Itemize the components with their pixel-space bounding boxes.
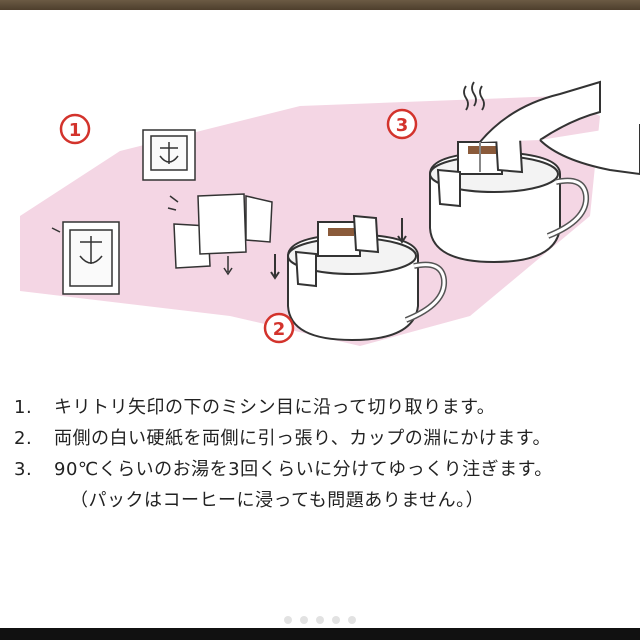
carousel-dot[interactable]	[316, 616, 324, 624]
steam-icon	[463, 81, 485, 111]
step-1-marker: 1	[59, 113, 91, 145]
carousel-dot[interactable]	[348, 616, 356, 624]
instruction-step-3: 3. 90℃くらいのお湯を3回くらいに分けてゆっくり注ぎます。	[14, 454, 634, 485]
top-wood-border	[0, 0, 640, 10]
step-3-number: 3	[396, 115, 409, 136]
instruction-note: （パックはコーヒーに浸っても問題ありません。）	[70, 490, 485, 511]
step-text: キリトリ矢印の下のミシン目に沿って切り取ります。	[54, 397, 496, 418]
drip-packet-icon	[142, 129, 196, 181]
unfolding-packet-icon	[167, 193, 273, 276]
drip-packet-front-icon	[51, 221, 120, 295]
carousel-dot[interactable]	[284, 616, 292, 624]
step-text: 両側の白い硬紙を両側に引っ張り、カップの淵にかけます。	[54, 428, 551, 449]
step-1-number: 1	[69, 120, 82, 141]
cup-step-2	[270, 214, 448, 342]
instruction-step-2: 2. 両側の白い硬紙を両側に引っ張り、カップの淵にかけます。	[14, 423, 634, 454]
step-number: 2.	[14, 428, 33, 449]
step-number: 1.	[14, 397, 33, 418]
drip-coffee-illustration: 1 2 3	[20, 80, 640, 346]
cup-step-3	[429, 134, 590, 264]
step-2-marker: 2	[263, 312, 295, 344]
carousel-dots[interactable]	[0, 616, 640, 630]
step-2-number: 2	[273, 319, 286, 340]
step-text: 90℃くらいのお湯を3回くらいに分けてゆっくり注ぎます。	[54, 459, 553, 480]
instructions-list: 1. キリトリ矢印の下のミシン目に沿って切り取ります。 2. 両側の白い硬紙を両…	[14, 392, 634, 516]
step-3-marker: 3	[386, 108, 418, 140]
carousel-dot[interactable]	[300, 616, 308, 624]
step-number: 3.	[14, 459, 33, 480]
carousel-dot[interactable]	[332, 616, 340, 624]
kettle-icon	[479, 80, 640, 176]
instruction-step-1: 1. キリトリ矢印の下のミシン目に沿って切り取ります。	[14, 392, 634, 423]
bottom-bar	[0, 628, 640, 640]
